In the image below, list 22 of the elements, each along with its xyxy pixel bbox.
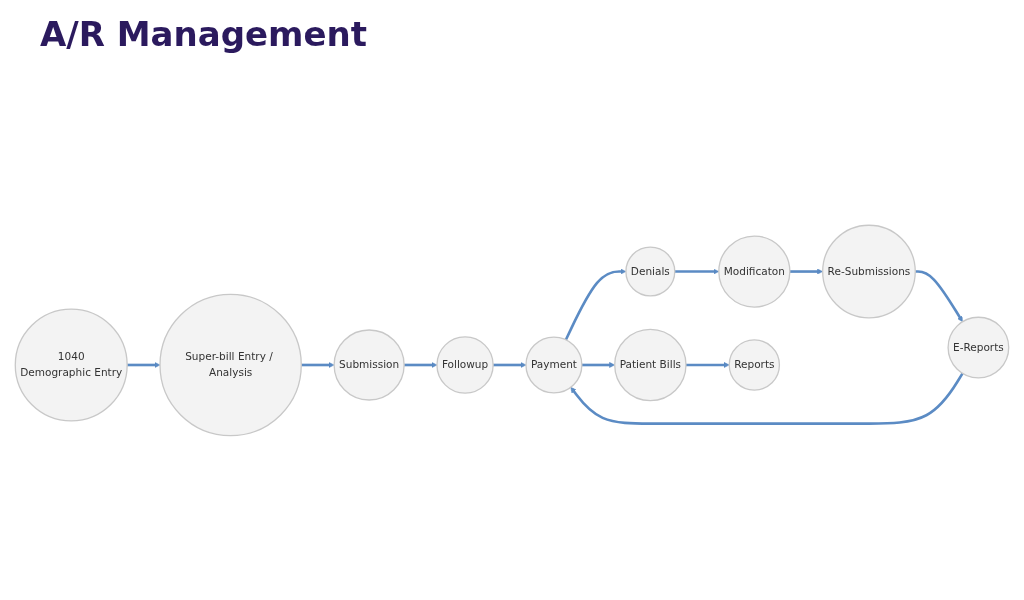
node-circle: Payment [525,335,583,394]
arrow [685,361,730,368]
node-circle: Modificaton [718,234,791,308]
arrow [301,361,335,368]
arrow [915,269,963,322]
diagram-title: A/R Management [40,14,368,54]
node-circle: Super-bill Entry / Analysis [159,293,302,436]
node-circle: Reports [728,338,781,391]
node-circle: Re-Submissions [822,224,916,319]
arrow [789,268,823,274]
arrow [127,361,161,368]
arrow [564,268,627,340]
node-circle: Submission [333,328,405,401]
node-circle: 1040 Demographic Entry [14,307,128,422]
arrow [581,361,615,368]
node-circle: Denials [625,246,676,297]
node-circle: E-Reports [947,316,1010,379]
arrow [570,372,964,425]
arrow [404,361,438,368]
node-circle: Followup [436,335,494,394]
node-circle: Patient Bills [614,328,687,401]
arrow [493,361,527,368]
